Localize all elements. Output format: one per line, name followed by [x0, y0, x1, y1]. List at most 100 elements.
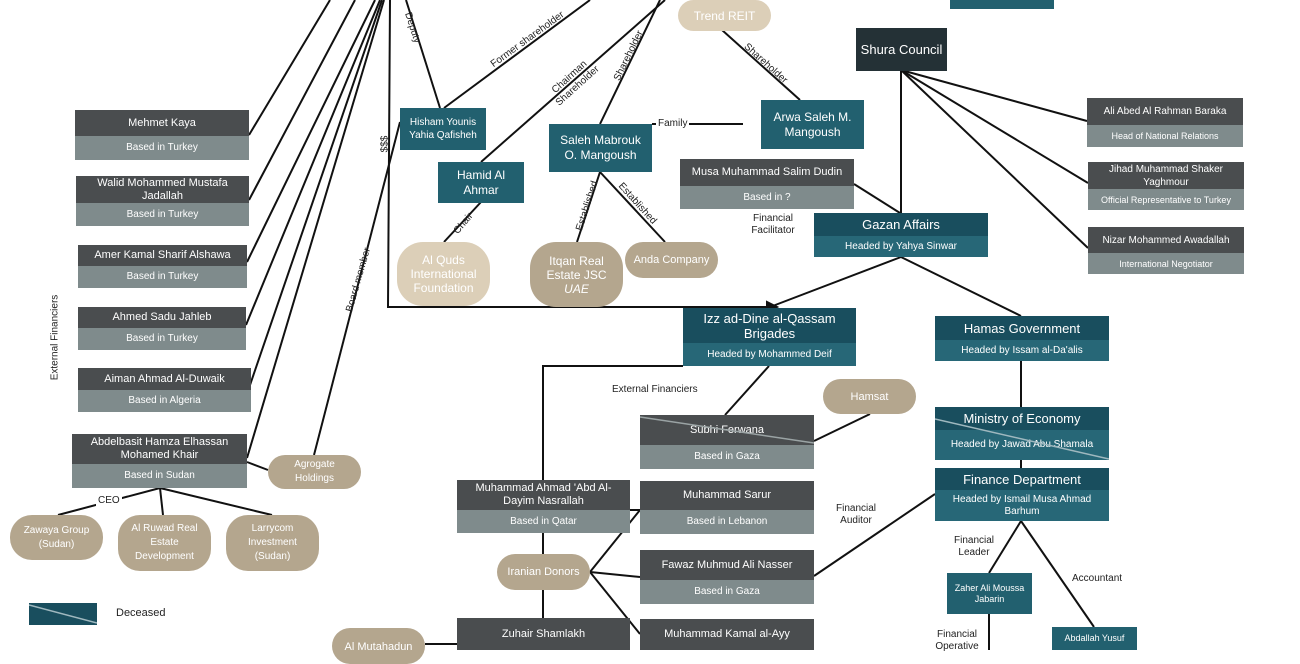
- card-aiman[interactable]: Aiman Ahmad Al-Duwaik Based in Algeria: [78, 368, 251, 412]
- card-name: Abdelbasit Hamza Elhassan Mohamed Khair: [72, 434, 247, 464]
- deceased-strike: [935, 418, 1109, 460]
- card-nasrallah[interactable]: Muhammad Ahmad 'Abd Al-Dayim Nasrallah B…: [457, 480, 630, 533]
- card-name: Ali Abed Al Rahman Baraka: [1087, 98, 1243, 125]
- card-name: Muhammad Kamal al-Ayy: [640, 619, 814, 650]
- card-ali[interactable]: Ali Abed Al Rahman Baraka Head of Nation…: [1087, 98, 1243, 147]
- node-iranian-donors[interactable]: Iranian Donors: [497, 554, 590, 590]
- card-name: Fawaz Muhmud Ali Nasser: [640, 550, 814, 580]
- node-itqan[interactable]: Itqan Real Estate JSC UAE: [530, 242, 623, 307]
- card-musa[interactable]: Musa Muhammad Salim Dudin Based in ?: [680, 159, 854, 209]
- link: [599, 0, 661, 125]
- legend-deceased-swatch: [28, 603, 98, 625]
- card-note: Based in Gaza: [640, 580, 814, 604]
- link: [769, 256, 902, 308]
- card-sarur[interactable]: Muhammad Sarur Based in Lebanon: [640, 481, 814, 534]
- node-anda[interactable]: Anda Company: [625, 242, 718, 278]
- node-larrycom[interactable]: Larrycom Investment (Sudan): [226, 515, 319, 571]
- node-arwa[interactable]: Arwa Saleh M. Mangoush: [761, 100, 864, 149]
- card-ahmed[interactable]: Ahmed Sadu Jahleb Based in Turkey: [78, 307, 246, 350]
- edge-label-dollars: $$$: [379, 135, 391, 153]
- itqan-country: UAE: [564, 281, 589, 296]
- link: [246, 0, 385, 459]
- card-amer[interactable]: Amer Kamal Sharif Alshawa Based in Turke…: [78, 245, 247, 288]
- link: [599, 171, 666, 243]
- edge-label-ceo: CEO: [96, 495, 122, 507]
- card-note: Based in Turkey: [76, 203, 249, 226]
- link: [245, 0, 381, 326]
- card-finance-department[interactable]: Finance Department Headed by Ismail Musa…: [935, 468, 1109, 521]
- legend-deceased-label: Deceased: [116, 607, 166, 619]
- node-hisham[interactable]: Hisham Younis Yahia Qafisheh: [400, 108, 486, 150]
- deceased-strike: [640, 416, 814, 444]
- node-shura-council[interactable]: Shura Council: [856, 28, 947, 71]
- top-edge-box: [950, 0, 1054, 9]
- card-name: Ahmed Sadu Jahleb: [78, 307, 246, 328]
- link: [576, 171, 601, 243]
- card-note: International Negotiator: [1088, 253, 1244, 274]
- card-name: Muhammad Sarur: [640, 481, 814, 510]
- edge-label-financial-auditor: Financial Auditor: [835, 503, 877, 526]
- node-hamid[interactable]: Hamid Al Ahmar: [438, 162, 524, 203]
- card-subhi[interactable]: Subhi Ferwana Based in Gaza: [640, 415, 814, 469]
- card-note: Based in Turkey: [78, 266, 247, 288]
- card-name: Musa Muhammad Salim Dudin: [680, 159, 854, 186]
- link: [900, 69, 1089, 249]
- card-note: Based in Gaza: [640, 445, 814, 469]
- card-walid[interactable]: Walid Mohammed Mustafa Jadallah Based in…: [76, 176, 249, 226]
- card-note: Headed by Ismail Musa Ahmad Barhum: [935, 490, 1109, 521]
- link: [589, 571, 641, 635]
- card-note: Headed by Yahya Sinwar: [814, 236, 988, 257]
- edge-label-financial-operative: Financial Operative: [935, 629, 979, 652]
- card-note: Based in Turkey: [78, 328, 246, 350]
- node-zawaya[interactable]: Zawaya Group (Sudan): [10, 515, 103, 560]
- card-qassam[interactable]: Izz ad-Dine al-Qassam Brigades Headed by…: [683, 308, 856, 366]
- link: [313, 121, 401, 456]
- edge-label-financial-leader: Financial Leader: [953, 535, 995, 558]
- link: [900, 256, 1022, 317]
- link: [988, 520, 1022, 574]
- card-name: Zuhair Shamlakh: [457, 618, 630, 650]
- card-name: Ministry of Economy: [935, 407, 1109, 430]
- card-note: Based in Sudan: [72, 464, 247, 488]
- link: [443, 0, 591, 109]
- node-al-mutahadun[interactable]: Al Mutahadun: [332, 628, 425, 664]
- link: [248, 0, 331, 136]
- link: [159, 487, 273, 516]
- link: [248, 0, 356, 201]
- card-zuhair[interactable]: Zuhair Shamlakh: [457, 618, 630, 650]
- node-zaher[interactable]: Zaher Ali Moussa Jabarin: [947, 573, 1032, 614]
- link: [1020, 520, 1095, 628]
- connection-lines: [57, 0, 1095, 650]
- node-hamsat[interactable]: Hamsat: [823, 379, 916, 414]
- card-gazan-affairs[interactable]: Gazan Affairs Headed by Yahya Sinwar: [814, 213, 988, 257]
- card-fawaz[interactable]: Fawaz Muhmud Ali Nasser Based in Gaza: [640, 550, 814, 604]
- node-trend-reit[interactable]: Trend REIT: [678, 0, 771, 31]
- card-kamal[interactable]: Muhammad Kamal al-Ayy: [640, 619, 814, 650]
- card-nizar[interactable]: Nizar Mohammed Awadallah International N…: [1088, 227, 1244, 274]
- card-note: Head of National Relations: [1087, 125, 1243, 147]
- node-agrogate[interactable]: Agrogate Holdings: [268, 455, 361, 489]
- card-note: Headed by Mohammed Deif: [683, 343, 856, 366]
- card-note: Based in Lebanon: [640, 510, 814, 534]
- card-name: Walid Mohammed Mustafa Jadallah: [76, 176, 249, 203]
- card-jihad[interactable]: Jihad Muhammad Shaker Yaghmour Official …: [1088, 162, 1244, 210]
- node-al-ruwad[interactable]: Al Ruwad Real Estate Development: [118, 515, 211, 571]
- link: [480, 0, 666, 163]
- card-note: Based in ?: [680, 186, 854, 209]
- card-mehmet[interactable]: Mehmet Kaya Based in Turkey: [75, 110, 249, 160]
- card-name: Muhammad Ahmad 'Abd Al-Dayim Nasrallah: [457, 480, 630, 510]
- card-hamas-government[interactable]: Hamas Government Headed by Issam al-Da'a…: [935, 316, 1109, 361]
- link: [405, 0, 441, 109]
- node-al-quds[interactable]: Al Quds International Foundation: [397, 242, 490, 306]
- edge-label-accountant: Accountant: [1072, 573, 1123, 584]
- link: [246, 0, 376, 263]
- node-abdallah[interactable]: Abdallah Yusuf: [1052, 627, 1137, 650]
- card-ministry-economy[interactable]: Ministry of Economy Headed by Jawad Abu …: [935, 407, 1109, 460]
- node-saleh[interactable]: Saleh Mabrouk O. Mangoush: [549, 124, 652, 172]
- card-name: Gazan Affairs: [814, 213, 988, 236]
- card-abdelbasit[interactable]: Abdelbasit Hamza Elhassan Mohamed Khair …: [72, 434, 247, 488]
- link: [724, 365, 770, 416]
- label-external-financiers-side: External Financiers: [49, 294, 61, 381]
- link: [159, 487, 164, 516]
- link: [721, 29, 801, 101]
